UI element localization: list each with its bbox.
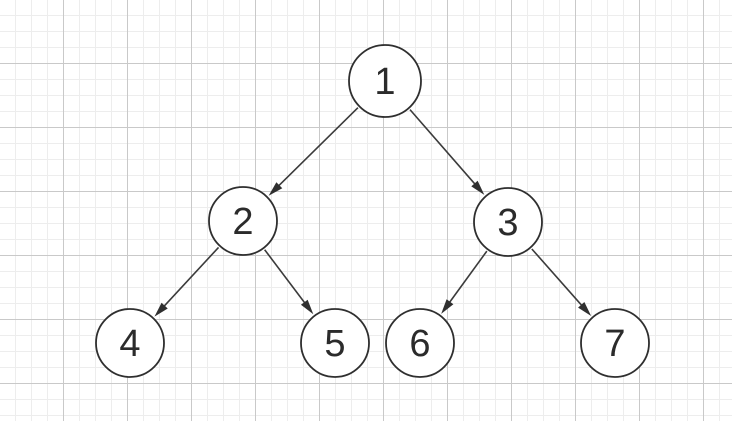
tree-edge	[448, 250, 488, 304]
node-label: 2	[232, 201, 253, 243]
tree-edge	[277, 107, 359, 188]
tree-node-5[interactable]: 5	[300, 308, 370, 378]
node-label: 1	[374, 61, 395, 103]
node-label: 4	[119, 323, 140, 365]
edge-arrowhead-icon	[578, 302, 592, 317]
node-circle[interactable]	[385, 308, 455, 378]
tree-node-2[interactable]: 2	[208, 186, 278, 256]
tree-edge	[264, 249, 307, 305]
node-circle[interactable]	[95, 308, 165, 378]
edge-arrowhead-icon	[300, 299, 314, 315]
node-circle[interactable]	[300, 308, 370, 378]
node-label: 6	[409, 323, 430, 365]
tree-node-3[interactable]: 3	[473, 187, 543, 257]
edge-arrowhead-icon	[268, 182, 283, 196]
node-label: 7	[604, 323, 625, 365]
tree-node-6[interactable]: 6	[385, 308, 455, 378]
node-circle[interactable]	[208, 186, 278, 256]
node-circle[interactable]	[580, 308, 650, 378]
node-circle[interactable]	[348, 44, 422, 118]
node-label: 3	[497, 202, 518, 244]
tree-edge	[162, 246, 220, 308]
tree-node-4[interactable]: 4	[95, 308, 165, 378]
node-circle[interactable]	[473, 187, 543, 257]
tree-node-1[interactable]: 1	[348, 44, 422, 118]
node-label: 5	[324, 323, 345, 365]
tree-node-7[interactable]: 7	[580, 308, 650, 378]
tree-edge	[531, 248, 584, 307]
edge-arrowhead-icon	[154, 302, 168, 317]
nodes-layer: 1 2 3 4 5 6 7	[95, 44, 650, 378]
tree-edge	[409, 109, 477, 186]
edge-arrowhead-icon	[471, 180, 485, 195]
edges-layer	[154, 107, 592, 317]
edge-arrowhead-icon	[441, 299, 454, 314]
